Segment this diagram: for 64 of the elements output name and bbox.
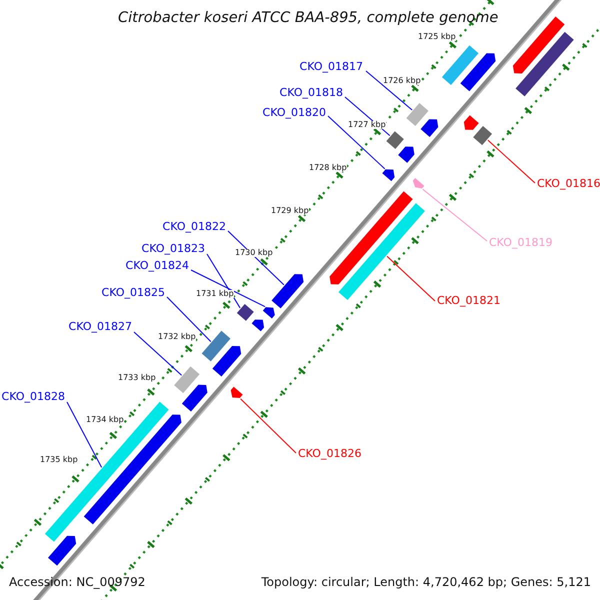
scale-label: 1728 kbp [309, 164, 347, 172]
leader-line [166, 296, 212, 342]
gene-bar [398, 146, 414, 163]
gene-bar [48, 536, 76, 566]
leader-line [190, 270, 266, 308]
gene-label: CKO_01824 [126, 260, 189, 271]
map-title: Citrobacter koseri ATCC BAA-895, complete genome [118, 11, 498, 26]
gene-bar [212, 346, 242, 376]
leader-line [487, 140, 536, 184]
leader-line [66, 402, 102, 468]
scale-label: 1726 kbp [383, 77, 421, 85]
gene-bar [182, 384, 208, 412]
gene-label: CKO_01827 [68, 321, 132, 332]
gene-bar [464, 115, 479, 130]
gene-bar [338, 203, 425, 300]
scale-label: 1730 kbp [235, 249, 273, 257]
gene-bar [202, 330, 230, 362]
gene-label: CKO_01825 [102, 287, 165, 298]
gene-label: CKO_01817 [300, 61, 363, 72]
gene-bar [236, 304, 254, 321]
leader-line [386, 256, 436, 302]
gene-bar [262, 307, 275, 318]
gene-bar [442, 45, 479, 85]
gene-label: CKO_01818 [280, 87, 343, 98]
leader-line [134, 332, 182, 376]
scale-label: 1733 kbp [118, 374, 156, 382]
leader-line [206, 254, 241, 308]
gene-bar [406, 103, 428, 126]
gene-label: CKO_01828 [2, 391, 65, 402]
gene-label: CKO_01821 [437, 295, 500, 306]
gene-bar [516, 32, 574, 96]
gene-label: CKO_01820 [262, 107, 326, 118]
gene-bar [84, 414, 182, 524]
leader-line [366, 70, 413, 110]
scale-label: 1732 kbp [158, 333, 196, 341]
leader-line [422, 188, 488, 242]
gene-label: CKO_01819 [489, 237, 552, 248]
gene-label: CKO_01826 [298, 448, 362, 459]
leader-line [240, 398, 296, 454]
scale-label: 1725 kbp [418, 33, 456, 41]
gene-label: CKO_01822 [162, 221, 226, 232]
gene-bar [512, 16, 565, 74]
leader-line [328, 116, 386, 170]
gene-bar [272, 274, 304, 308]
gene-bar [386, 131, 404, 149]
scale-label: 1727 kbp [348, 121, 386, 129]
scale-label: 1729 kbp [271, 207, 309, 215]
leader-line [228, 230, 284, 286]
genome-summary-text: Topology: circular; Length: 4,720,462 bp; Genes: 5,121 [261, 576, 591, 588]
gene-bar [412, 178, 424, 188]
gene-bar [330, 191, 413, 284]
gene-bar [460, 53, 496, 92]
gene-label: CKO_01823 [142, 243, 205, 254]
gene-label: CKO_01816 [537, 178, 600, 189]
gene-bar [420, 119, 438, 137]
scale-label: 1734 kbp [86, 416, 124, 424]
scale-label: 1731 kbp [196, 290, 234, 298]
gene-bar [252, 320, 264, 332]
gene-bar [230, 386, 243, 398]
accession-text: Accession: NC_009792 [9, 576, 146, 588]
gene-bar [382, 169, 395, 182]
gene-bar [473, 126, 492, 146]
scale-label: 1735 kbp [40, 456, 78, 464]
gene-bar [174, 366, 200, 394]
